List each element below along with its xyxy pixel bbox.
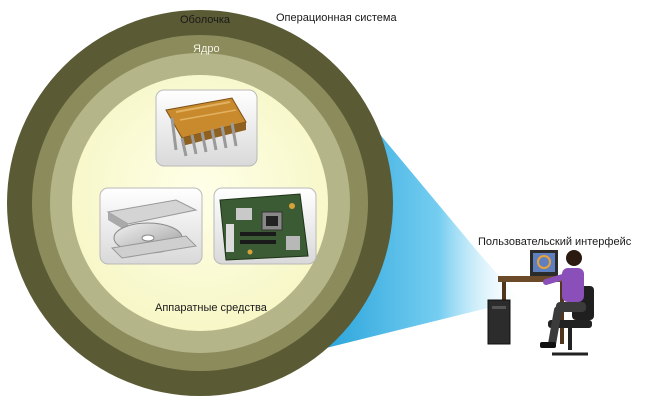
- computer-user-icon: [487, 250, 594, 356]
- kernel-label: Ядро: [193, 43, 220, 55]
- hardware-label: Аппаратные средства: [155, 302, 267, 314]
- shell-label: Оболочка: [180, 14, 231, 26]
- os-label: Операционная система: [276, 12, 397, 24]
- cpu-chip-icon: [155, 89, 258, 167]
- motherboard-icon: [213, 187, 317, 265]
- optical-disc-icon: [99, 187, 203, 265]
- user-interface-label: Пользовательский интерфейс: [478, 236, 632, 248]
